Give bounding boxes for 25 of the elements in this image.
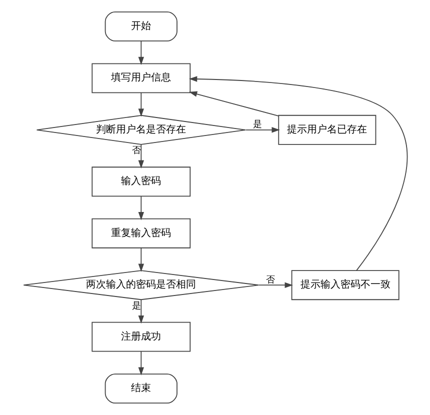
node-box: 注册成功 (91, 322, 190, 352)
edge-label: 否 (132, 146, 141, 156)
arrow (258, 282, 292, 288)
edge-label: 是 (132, 301, 141, 312)
arrow (138, 40, 144, 66)
node-box: 输入密码 (91, 166, 190, 197)
node-diamond: 判断用户名是否存在 (36, 114, 246, 145)
node-box: 结束 (104, 374, 177, 404)
arrow (138, 144, 144, 168)
arrow (138, 247, 144, 272)
arrow (244, 127, 280, 133)
arrow (138, 299, 144, 324)
node-box: 提示用户名已存在 (278, 114, 376, 145)
node-diamond: 两次输入的密码是否相同 (22, 270, 259, 300)
node-box: 重复输入密码 (91, 218, 190, 248)
node-box: 填写用户信息 (91, 63, 190, 94)
node-box: 提示输入密码不一致 (290, 270, 399, 300)
arrow (138, 92, 144, 117)
node-box: 开始 (104, 11, 177, 42)
edge-label: 否 (265, 275, 274, 286)
edge-label: 是 (252, 120, 262, 130)
arrow (138, 350, 144, 376)
arrow (188, 76, 408, 272)
arrow (138, 196, 144, 220)
arrow (188, 91, 278, 116)
